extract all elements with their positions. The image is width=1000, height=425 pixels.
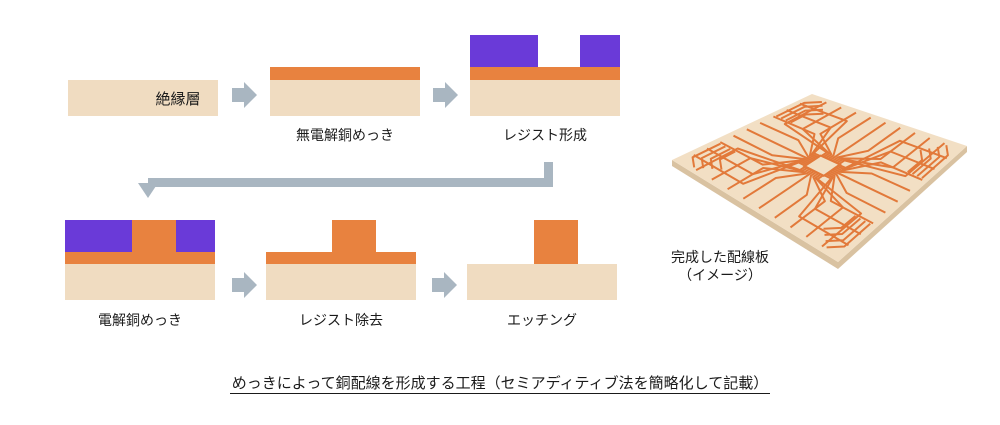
trace-line — [838, 142, 946, 178]
trace-line — [824, 217, 862, 236]
etch-label: エッチング — [507, 313, 577, 329]
trace-line — [773, 115, 817, 160]
plating-label: 無電解銅めっき — [296, 128, 394, 144]
trace-line — [709, 148, 731, 170]
step-resist-removal: レジスト除去 — [266, 220, 416, 329]
trace-line — [775, 101, 822, 118]
substrate-layer — [270, 80, 420, 116]
seed-copper-layer — [65, 252, 215, 264]
trace-line — [831, 126, 901, 162]
trace-line — [695, 147, 806, 172]
trace-line — [789, 172, 826, 229]
seed-copper-layer — [470, 67, 620, 80]
trace-line — [742, 169, 813, 200]
copper-wiring — [534, 220, 578, 264]
copper-wiring — [332, 220, 376, 252]
arrow-right-icon — [432, 272, 457, 298]
trace-line — [831, 169, 899, 203]
trace-line — [829, 121, 887, 161]
trace-line — [911, 148, 932, 175]
board-label: 完成した配線板 — [671, 250, 769, 266]
trace-line — [719, 141, 810, 166]
resist-block-left — [470, 35, 538, 67]
substrate-layer — [266, 264, 416, 300]
electro-label: 電解銅めっき — [98, 313, 182, 329]
step-insulation: 絶縁層 — [68, 80, 218, 116]
trace-line — [801, 106, 842, 158]
arrow-right-icon — [232, 272, 257, 298]
connector-arrow — [138, 162, 553, 198]
trace-line — [823, 215, 857, 230]
trace-line — [798, 174, 850, 247]
trace-line — [836, 137, 931, 169]
seed-copper-layer — [270, 67, 420, 80]
trace-line — [691, 142, 721, 168]
trace-line — [836, 150, 935, 171]
step-electrolytic-plating: 電解銅めっき — [65, 220, 215, 329]
trace-line — [799, 102, 848, 157]
trace-line — [718, 150, 736, 170]
arrow-right-icon — [433, 82, 458, 108]
remove-label: レジスト除去 — [299, 313, 383, 329]
trace-line — [826, 222, 871, 249]
trace-line — [733, 134, 812, 164]
substrate-layer — [467, 264, 617, 300]
resist-block-right — [176, 220, 215, 252]
seed-copper-layer — [266, 252, 416, 264]
trace-line — [758, 170, 815, 210]
trace-line — [835, 161, 923, 181]
trace-line — [833, 167, 911, 192]
trace-line — [916, 146, 941, 177]
board-traces — [691, 101, 949, 249]
trace-line — [814, 173, 862, 236]
trace-line — [727, 167, 811, 191]
trace-line — [825, 220, 866, 243]
trace-line — [746, 128, 814, 162]
board-side-left — [672, 160, 838, 269]
trace-line — [774, 171, 817, 219]
trace-line — [693, 154, 806, 185]
connector-line — [148, 162, 553, 187]
arrow-right-icon — [232, 82, 257, 108]
board-sublabel: （イメージ） — [678, 268, 762, 284]
trace-line — [907, 149, 924, 173]
trace-line — [783, 101, 828, 157]
trace-line — [711, 157, 809, 181]
trace-line — [834, 132, 916, 163]
step-etching: エッチング — [467, 220, 617, 329]
trace-line — [805, 173, 844, 238]
trace-line — [827, 116, 872, 160]
resist-block-left — [65, 220, 132, 252]
trace-line — [816, 174, 863, 248]
trace-line — [780, 104, 823, 120]
board-side-right — [838, 146, 967, 269]
step-electroless-plating: 無電解銅めっき — [270, 67, 420, 144]
trace-line — [829, 170, 886, 214]
figure-caption: めっきによって銅配線を形成する工程（セミアディティブ法を簡略化して記載） — [0, 372, 1000, 394]
trace-line — [785, 108, 824, 122]
finished-board-illustration: 完成した配線板 （イメージ） — [671, 94, 967, 284]
step-resist-formation: レジスト形成 — [470, 35, 620, 144]
copper-wiring — [132, 220, 176, 252]
trace-line — [921, 145, 949, 179]
trace-line — [786, 109, 832, 159]
trace-line — [706, 147, 808, 176]
substrate-layer — [68, 80, 218, 116]
trace-line — [827, 171, 874, 225]
resist-block-right — [580, 35, 620, 67]
trace-line — [838, 139, 948, 169]
insulation-label: 絶縁層 — [155, 90, 200, 108]
trace-line — [759, 121, 815, 161]
caption-text: めっきによって銅配線を形成する工程（セミアディティブ法を簡略化して記載） — [229, 374, 771, 394]
trace-line — [790, 112, 824, 124]
substrate-layer — [470, 80, 620, 116]
trace-line — [700, 145, 726, 169]
arrow-down-icon — [138, 183, 158, 198]
resist-label: レジスト形成 — [503, 128, 587, 144]
substrate-layer — [65, 264, 215, 300]
trace-line — [819, 111, 857, 159]
